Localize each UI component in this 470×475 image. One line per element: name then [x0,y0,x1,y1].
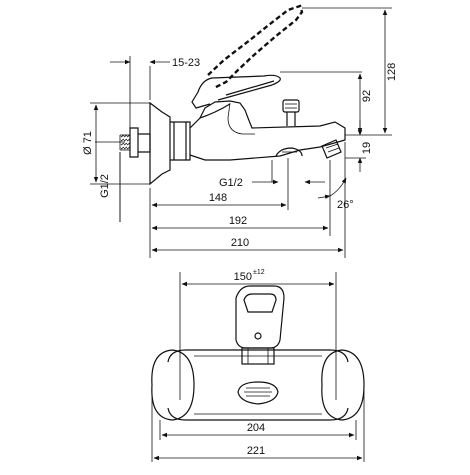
dim-length-210: 210 [151,237,344,253]
dim-angle-label: 26° [337,199,354,211]
front-center-lines [151,272,365,462]
dim-diameter: Ø 71 [82,104,99,183]
side-view: 15-23 128 92 19 Ø 71 G1/2 [82,4,398,258]
dim-spout-height-label: 19 [361,142,373,154]
front-view: 150 ±12 204 221 [151,269,365,462]
dim-center-distance: 150 ±12 [181,269,335,287]
dim-offset: 15-23 [110,57,200,69]
dim-thread-outlet: G1/2 [219,160,325,189]
lever-dashed-outline [207,4,304,90]
dim-height-total-label: 128 [386,63,398,81]
mixer-body [189,74,346,161]
front-aerator [237,381,279,405]
front-lever [235,285,285,365]
diverter-knob [282,99,300,126]
dim-length-210-label: 210 [231,237,249,249]
dim-center-distance-label: 150 [234,271,252,283]
dim-width-204: 204 [161,422,355,438]
dim-length-192: 192 [151,215,329,231]
dim-height-lever-label: 92 [361,90,373,102]
dim-length-148-label: 148 [209,192,227,204]
dim-length-192-label: 192 [229,215,247,227]
dim-thread-inlet-label: G1/2 [99,174,111,198]
dim-center-tolerance-label: ±12 [253,269,265,276]
dim-thread-outlet-label: G1/2 [219,177,243,189]
dim-offset-label: 15-23 [172,57,200,69]
dim-height-lever: 92 [357,73,373,134]
dim-height-total: 128 [382,9,398,134]
front-body [151,349,365,421]
outlet-connector [275,147,303,157]
rosette [149,101,171,186]
dim-width-221-label: 221 [247,445,265,457]
wall-connector [119,127,151,158]
dim-angle: 26° [317,177,354,211]
dim-width-221: 221 [153,445,363,461]
dim-diameter-label: Ø 71 [82,131,94,155]
dim-width-204-label: 204 [247,422,265,434]
dim-spout-height: 19 [357,120,373,172]
dim-thread-inlet: G1/2 [99,152,121,222]
union-nut [170,121,191,161]
aerator [321,139,342,159]
dim-length-148: 148 [151,192,287,208]
